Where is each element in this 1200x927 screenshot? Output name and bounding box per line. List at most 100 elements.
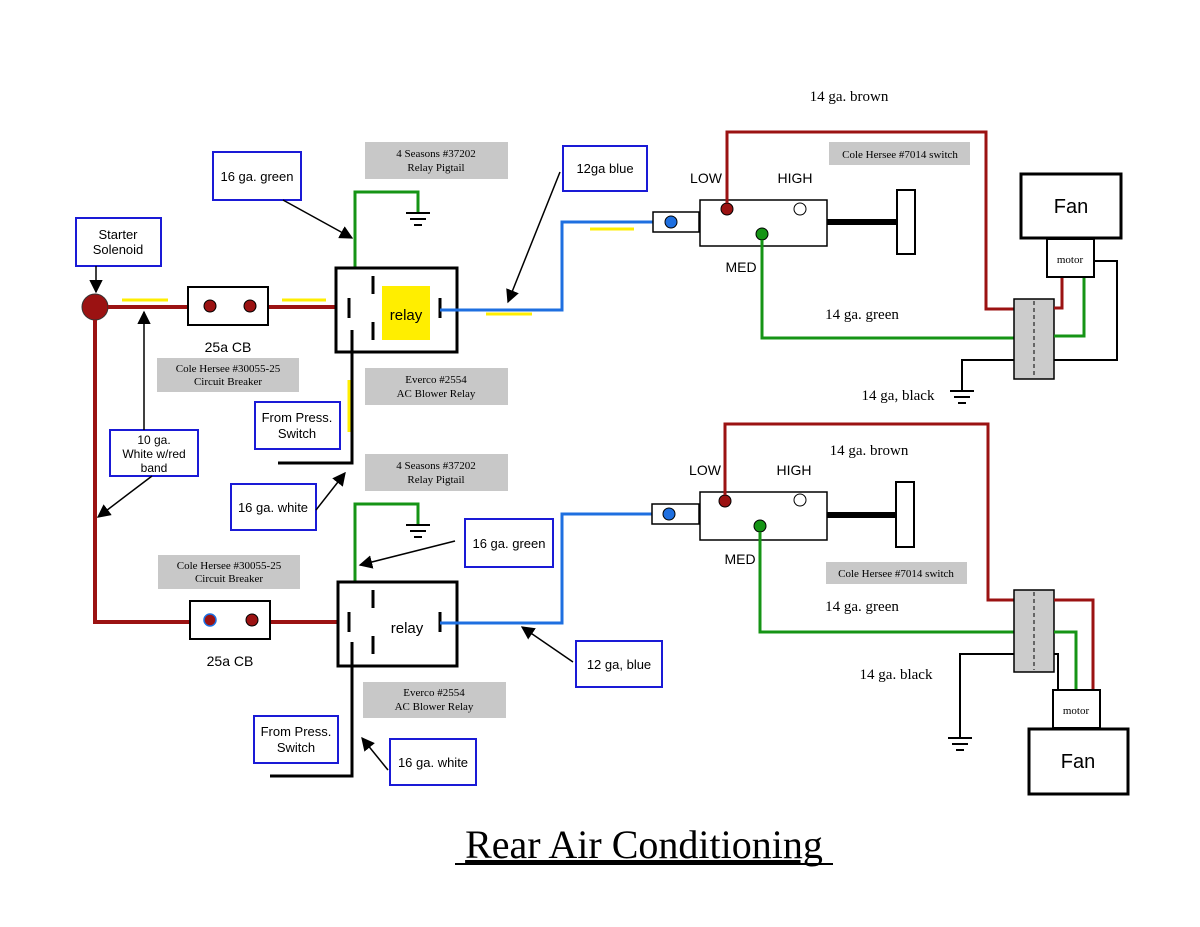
breaker-note-top-line-2: Circuit Breaker xyxy=(194,376,262,388)
press-switch-label-bottom-line-1: From Press. xyxy=(261,724,332,739)
switch-high-label-top: HIGH xyxy=(778,170,813,186)
brown-wire-bottom xyxy=(723,422,1014,602)
white-wire-arrow-bottom xyxy=(361,736,389,771)
starter-solenoid-label-1: Starter xyxy=(98,227,138,242)
relay-note-bottom xyxy=(363,682,506,718)
breaker-note-bottom-line-2: Circuit Breaker xyxy=(195,573,263,585)
blue-wire-label-top-box xyxy=(562,145,648,192)
fan-label-top: Fan xyxy=(1054,196,1088,218)
ground-symbol xyxy=(948,737,972,751)
wire-note-10ga-line-2: White w/red xyxy=(122,447,185,461)
relay-bottom xyxy=(336,580,459,668)
green14-wire-label-bottom: 14 ga. green xyxy=(825,599,899,615)
relay-pins-top xyxy=(347,276,442,340)
green-wire-arrow-top xyxy=(282,199,354,239)
starter-solenoid: Starter Solenoid xyxy=(75,217,162,321)
breaker-note-bottom-line-1: Cole Hersee #30055-25 xyxy=(177,560,282,572)
pigtail-note-bottom xyxy=(365,454,508,491)
green14-wire-top xyxy=(760,240,1014,340)
motor-wire-red-top xyxy=(1054,278,1064,310)
breaker-terminal xyxy=(243,299,257,313)
blue-wire-arrow-top xyxy=(506,171,561,304)
white-wire-label-bottom-box xyxy=(389,738,477,786)
relay-label-bottom: relay xyxy=(391,620,424,637)
green-wire-label-top-box xyxy=(212,151,302,201)
black-wire-bottom xyxy=(959,653,1014,737)
switch-terminal-med xyxy=(753,519,767,533)
brown-wire-label-bottom: 14 ga. brown xyxy=(830,443,909,459)
motor-label-top: motor xyxy=(1057,254,1084,266)
switch-terminal-high xyxy=(793,493,807,507)
white-wire-arrow-top xyxy=(315,471,346,511)
blue-wire-label-bottom: 12 ga, blue xyxy=(587,657,651,672)
switch-knob-top[interactable] xyxy=(896,189,916,255)
breaker-label-bottom: 25a CB xyxy=(207,653,254,669)
motor-wire-green-bottom xyxy=(1054,630,1078,690)
green-wire-label-top: 16 ga. green xyxy=(220,169,293,184)
switch-knob-bottom[interactable] xyxy=(895,481,915,548)
relay-ground-wire-top xyxy=(353,190,420,290)
switch-note-bottom-text: Cole Hersee #7014 switch xyxy=(838,568,954,580)
motor-bottom xyxy=(1052,689,1101,729)
wire-note-10ga-line-3: band xyxy=(141,461,168,475)
green-wire-label-bottom: 16 ga. green xyxy=(472,536,545,551)
relay-note-top xyxy=(365,368,508,405)
white-wire-label-top: 16 ga. white xyxy=(238,500,308,515)
wire-note-10ga-box xyxy=(109,429,199,477)
switch-low-label-bottom: LOW xyxy=(689,462,722,478)
switch-note-top-text: Cole Hersee #7014 switch xyxy=(842,149,958,161)
blue-wire-label-top: 12ga blue xyxy=(576,161,633,176)
relay-note-bottom-line-1: Everco #2554 xyxy=(403,687,465,699)
relay-note-top-line-2: AC Blower Relay xyxy=(397,388,476,400)
ground-symbol xyxy=(406,212,430,226)
switch-low-label-top: LOW xyxy=(690,170,723,186)
relay-body-highlight xyxy=(382,286,430,340)
starter-solenoid-box xyxy=(75,217,162,267)
switch-terminal-batt xyxy=(662,507,676,521)
circuit-top: 25a CB Cole Hersee #30055-25 Circuit Bre… xyxy=(157,89,1123,531)
blue-wire-arrow-bottom xyxy=(520,626,574,663)
circuit-breaker-top xyxy=(187,286,269,326)
fan-top xyxy=(1019,172,1123,240)
blue-wire-label-bottom-box xyxy=(575,640,663,688)
press-switch-label-bottom-line-2: Switch xyxy=(277,740,315,755)
motor-wire-red-bottom xyxy=(1054,598,1095,690)
switch-high-label-bottom: HIGH xyxy=(777,462,812,478)
brown-wire-top xyxy=(725,130,1014,311)
circuit-bottom: 25a CB Cole Hersee #30055-25 Circuit Bre… xyxy=(158,422,1130,796)
motor-wire-black-top xyxy=(1054,260,1118,361)
motor-wire-green-top xyxy=(1054,278,1086,338)
press-switch-wire-bottom xyxy=(270,642,354,778)
wire-note-10ga: 10 ga. White w/red band xyxy=(96,310,199,518)
starter-solenoid-label-2: Solenoid xyxy=(93,242,144,257)
black-wire-label-bottom: 14 ga. black xyxy=(860,667,933,683)
switch-terminal-high xyxy=(793,202,807,216)
breaker-terminal xyxy=(245,613,259,627)
breaker-note-top-line-1: Cole Hersee #30055-25 xyxy=(176,363,281,375)
green-wire-arrow-bottom xyxy=(358,540,456,569)
wire-note-arrow-down xyxy=(96,475,153,518)
switch-terminal-batt xyxy=(664,215,678,229)
switch-terminal-low xyxy=(720,202,734,216)
relay-pins-bottom xyxy=(347,590,442,654)
press-switch-label-top-line-1: From Press. xyxy=(262,410,333,425)
press-switch-box-top xyxy=(254,401,341,450)
black-wire-top xyxy=(961,359,1014,390)
relay-ground-wire-bottom xyxy=(353,502,420,600)
starter-terminal xyxy=(81,293,109,321)
ground-symbol xyxy=(406,524,430,538)
switch-med-label-bottom: MED xyxy=(724,551,755,567)
press-switch-label-top-line-2: Switch xyxy=(278,426,316,441)
pigtail-note-top xyxy=(365,142,508,179)
ground-symbol xyxy=(950,390,974,404)
pigtail-note-top-line-1: 4 Seasons #37202 xyxy=(396,148,475,160)
switch-terminal-med xyxy=(755,227,769,241)
breaker-label-top: 25a CB xyxy=(205,339,252,355)
motor-wire-black-bottom xyxy=(1054,653,1059,690)
press-switch-box-bottom xyxy=(253,715,339,764)
green-wire-label-bottom-box xyxy=(464,518,554,568)
blue-wire-top xyxy=(440,220,655,312)
green14-wire-label-top: 14 ga. green xyxy=(825,307,899,323)
white-wire-label-bottom: 16 ga. white xyxy=(398,755,468,770)
switch-med-label-top: MED xyxy=(725,259,756,275)
